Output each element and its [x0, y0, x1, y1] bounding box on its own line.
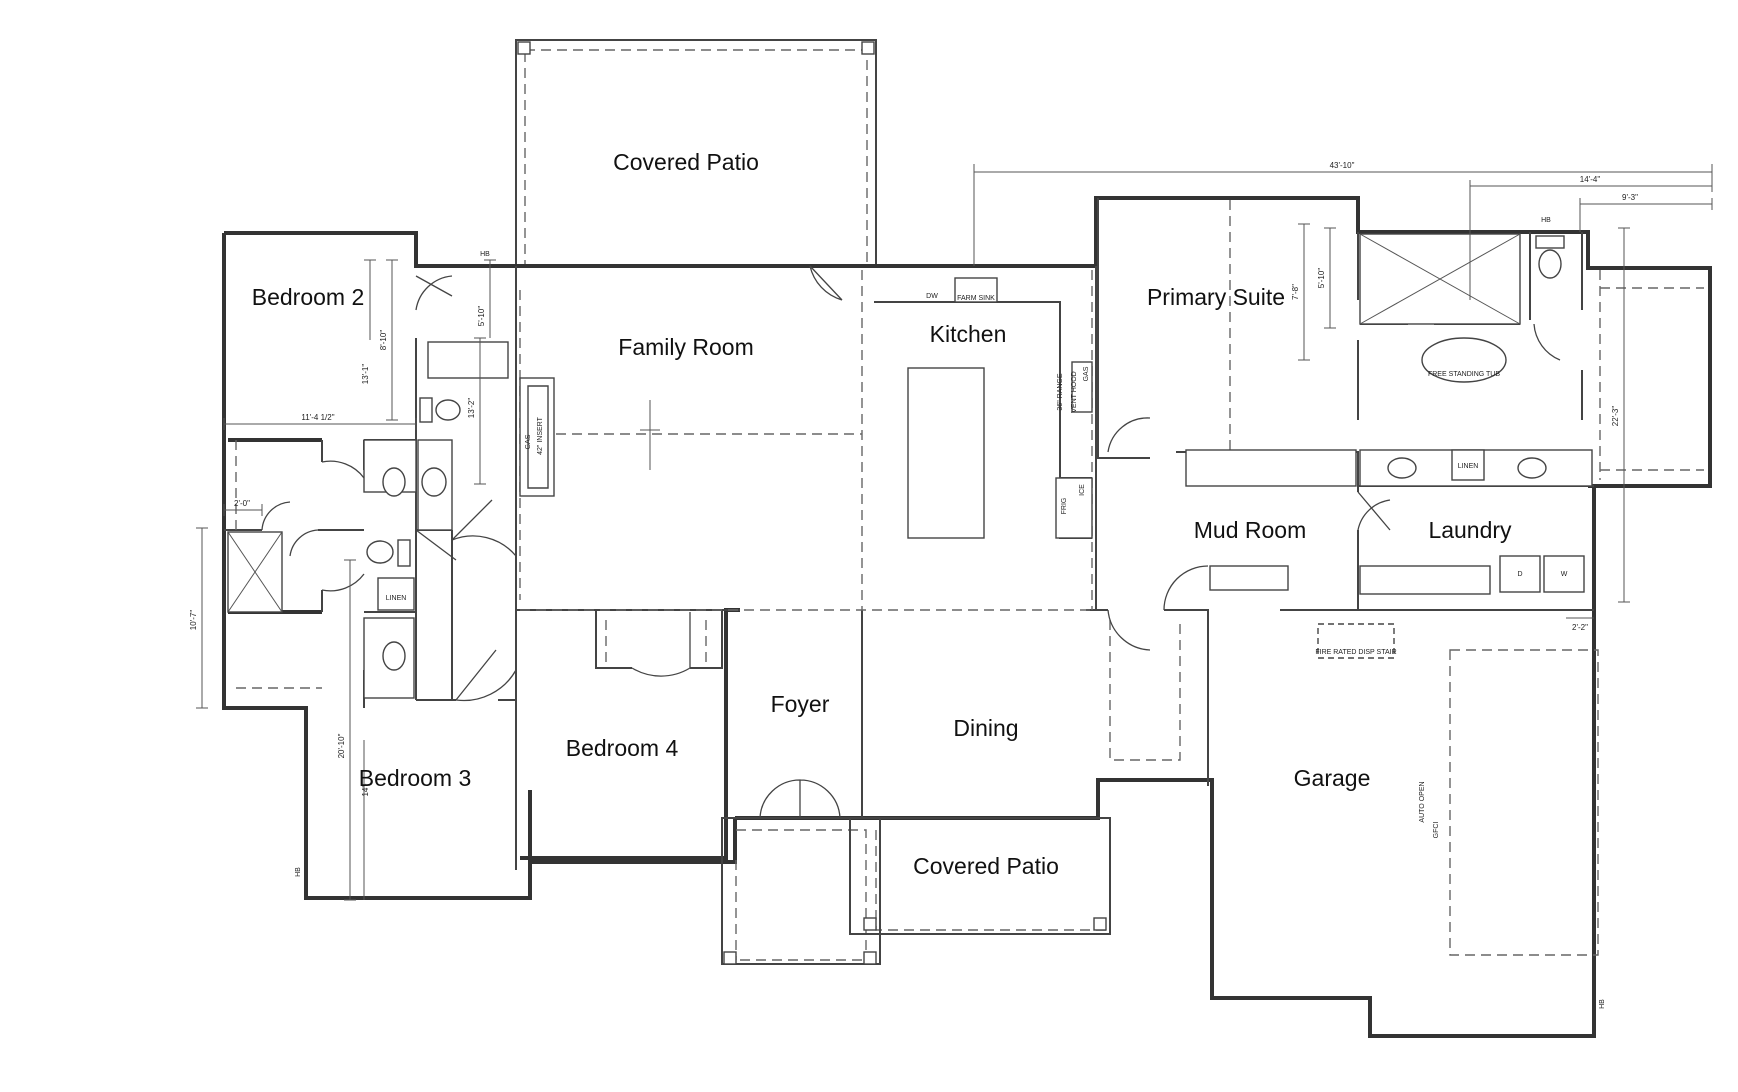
mud-bench [1185, 449, 1357, 487]
note-vent-hood: VENT HOOD [1071, 371, 1078, 413]
note-hb-garage: HB [1599, 999, 1606, 1009]
label-bedroom-3: Bedroom 3 [359, 765, 472, 791]
dim-13-1: 13'-1" [361, 364, 370, 385]
dashed-lines [235, 200, 1704, 961]
label-bedroom-2: Bedroom 2 [252, 284, 365, 310]
label-garage: Garage [1294, 765, 1371, 791]
center-rear-wall [516, 196, 1712, 488]
note-range: 36" RANGE [1057, 373, 1064, 410]
note-linen-hall: LINEN [386, 595, 407, 602]
fixtures [227, 233, 1593, 699]
note-gfci: GFCI [1433, 822, 1440, 839]
note-ice: ICE [1079, 484, 1086, 496]
dimension-labels: 43'-10" 14'-4" 9'-3" 22'-3" 5'-10" 7'-8"… [189, 161, 1638, 797]
exterior-walls [222, 39, 1712, 1038]
dim-8-10: 8'-10" [379, 330, 388, 351]
note-fire-rated-stair: FIRE RATED DISP STAIR [1315, 649, 1396, 656]
label-foyer: Foyer [771, 691, 830, 717]
dimension-lines [196, 164, 1713, 901]
fridge [1055, 477, 1093, 539]
note-free-standing-tub: FREE STANDING TUB [1428, 371, 1500, 378]
dim-10-7: 10'-7" [189, 610, 198, 631]
note-dryer: D [1517, 571, 1522, 578]
doors [261, 265, 1561, 819]
note-linen-primary: LINEN [1458, 463, 1479, 470]
label-bedroom-4: Bedroom 4 [566, 735, 679, 761]
front-patio [721, 817, 1111, 965]
dim-14: 14'- [361, 783, 370, 796]
dim-43-10: 43'-10" [1330, 161, 1355, 170]
dim-7-8: 7'-8" [1291, 284, 1300, 300]
note-dw: DW [926, 293, 938, 300]
dim-22-3: 22'-3" [1611, 406, 1620, 427]
dim-20-10: 20'-10" [337, 733, 346, 758]
linen-closet [1451, 449, 1485, 481]
room-labels: Covered Patio Bedroom 2 Family Room Kitc… [252, 149, 1512, 879]
label-covered-patio-front: Covered Patio [913, 853, 1059, 879]
dim-13-2: 13'-2" [467, 398, 476, 419]
label-mud-room: Mud Room [1194, 517, 1306, 543]
dryer [1499, 555, 1541, 593]
left-wing-wall [222, 231, 737, 900]
dim-5-10-hall: 5'-10" [477, 306, 486, 327]
dim-9-3: 9'-3" [1622, 193, 1638, 202]
front-patio-outline-left [721, 817, 881, 965]
dim-5-10-primary: 5'-10" [1317, 268, 1326, 289]
free-standing-tub [1421, 337, 1507, 383]
patio-post [517, 41, 531, 55]
label-family-room: Family Room [618, 334, 753, 360]
kitchen-island [907, 367, 985, 539]
dim-14-4: 14'-4" [1580, 175, 1601, 184]
hall-tub [427, 341, 509, 379]
note-washer: W [1561, 571, 1568, 578]
fixture-notes: DW FARM SINK 36" RANGE VENT HOOD GAS FRI… [295, 217, 1606, 1009]
label-dining: Dining [953, 715, 1018, 741]
dim-11-4: 11'-4 1/2" [301, 413, 334, 422]
fire-rated-stair [1317, 623, 1395, 659]
label-covered-patio-rear: Covered Patio [613, 149, 759, 175]
label-primary-suite: Primary Suite [1147, 284, 1285, 310]
dim-2-2: 2'-2" [1572, 623, 1588, 632]
front-patio-outline-right [849, 817, 1111, 935]
dim-2-0: 2'-0" [234, 499, 250, 508]
note-gas: GAS [1083, 366, 1090, 381]
note-hb-primary: HB [1541, 217, 1551, 224]
hall-linen [377, 577, 415, 611]
washer [1543, 555, 1585, 593]
range [1071, 361, 1093, 413]
note-fireplace-gas: GAS [525, 434, 532, 449]
farm-sink [954, 277, 998, 303]
note-frig: FRIG [1061, 498, 1068, 515]
label-laundry: Laundry [1428, 517, 1512, 543]
note-hb-bedroom3: HB [295, 867, 302, 877]
note-farm-sink: FARM SINK [957, 295, 995, 302]
label-kitchen: Kitchen [930, 321, 1007, 347]
patio-post [861, 41, 875, 55]
note-fireplace-insert: 42" INSERT [537, 416, 544, 454]
note-hb-hall: HB [480, 251, 490, 258]
note-auto-opener: AUTO OPEN [1419, 781, 1426, 822]
